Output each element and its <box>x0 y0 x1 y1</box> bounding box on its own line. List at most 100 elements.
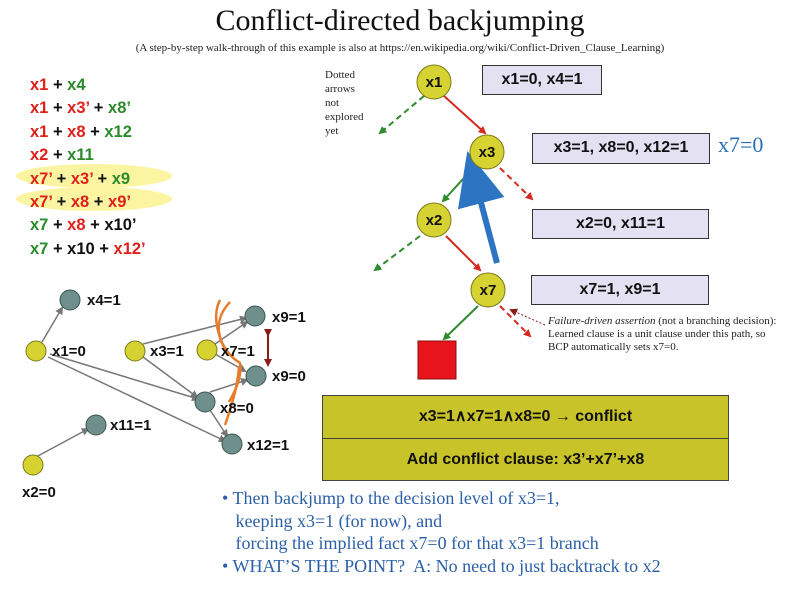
clause-literal: x11 <box>67 146 94 165</box>
clause-literal: x8’ <box>108 99 131 118</box>
clause-literal: x7 <box>30 239 49 258</box>
tree-edge-x1-x3 <box>443 95 487 135</box>
clause-literal: x1 <box>30 122 49 141</box>
clause-operator: + <box>48 99 68 118</box>
assignment-box-x1: x1=0, x4=1 <box>482 65 602 95</box>
clause-literal: x1 <box>30 76 49 94</box>
bullet-line: • Then backjump to the decision level of… <box>222 488 560 508</box>
explanation-bullets: • Then backjump to the decision level of… <box>222 487 661 577</box>
tree-node-label: x3 <box>479 144 496 161</box>
cut-curve <box>214 299 227 351</box>
tree-edge-x7-conflict <box>442 305 479 341</box>
clause-operator: + <box>92 169 112 188</box>
clause-row: x1 + x8 + x12 <box>30 121 146 144</box>
page-subtitle: (A step-by-step walk-through of this exa… <box>135 42 665 54</box>
graph-node-x2 <box>22 454 44 476</box>
tree-edge-x2-x7 <box>445 235 482 272</box>
clause-operator: + <box>52 193 71 212</box>
clause-row: x2 + x11 <box>30 144 146 167</box>
graph-label-x2: x2=0 <box>22 484 56 501</box>
conflict-square <box>417 340 457 380</box>
clause-highlight <box>16 164 172 188</box>
clause-literal: x2 <box>30 146 49 165</box>
clause-operator: + <box>48 239 68 258</box>
graph-node-x7 <box>196 339 218 361</box>
graph-label-x7: x7=1 <box>221 343 255 360</box>
page-title: Conflict-directed backjumping <box>215 4 585 37</box>
clause-highlight <box>16 187 172 211</box>
clause-literal: x10’ <box>104 216 137 235</box>
backjump-arrow <box>457 151 505 264</box>
clause-literal: x12 <box>104 122 132 141</box>
graph-node-x12 <box>221 433 243 455</box>
graph-node-x3 <box>124 340 146 362</box>
clause-row: x1 + x4 <box>30 74 146 97</box>
conflict-panel: x3=1∧x7=1∧x8=0 → conflict Add conflict c… <box>322 395 729 481</box>
graph-node-x9-true <box>244 305 266 327</box>
bullet-line: keeping x3=1 (for now), and <box>222 510 443 531</box>
clause-literal: x12’ <box>113 239 146 258</box>
graph-label-x3: x3=1 <box>150 343 184 360</box>
cut-curve <box>223 365 241 426</box>
clause-list: x1 + x4 x1 + x3’ + x8’ x1 + x8 + x12 x2 … <box>30 74 146 261</box>
graph-edge <box>209 378 249 393</box>
assignment-box-x2: x2=0, x11=1 <box>532 209 709 239</box>
clause-operator: + <box>48 216 68 235</box>
tree-node-x3 <box>469 134 505 170</box>
clause-operator: + <box>89 193 109 212</box>
assignment-box-x3: x3=1, x8=0, x12=1 <box>532 133 710 164</box>
clause-operator: + <box>52 169 71 188</box>
clause-row: x7’ + x3’ + x9 <box>30 168 146 191</box>
graph-label-x1: x1=0 <box>52 343 86 360</box>
dotted-arrows-note: Dotted arrows not explored yet <box>325 69 366 137</box>
x7-assertion-label: x7=0 <box>718 132 764 157</box>
tree-edge-x3-dotted <box>499 167 534 201</box>
tree-node-x7 <box>470 272 506 308</box>
tree-edge-x1-dotted <box>378 95 425 135</box>
tree-node-label: x7 <box>480 282 497 299</box>
graph-label-x9-false: x9=0 <box>272 368 306 385</box>
graph-node-x8 <box>194 391 216 413</box>
clause-literal: x8 <box>67 122 86 141</box>
graph-label-x11: x11=1 <box>110 417 151 434</box>
graph-label-x4: x4=1 <box>87 292 121 309</box>
clause-literal: x4 <box>67 76 86 94</box>
graph-node-x1 <box>25 340 47 362</box>
graph-node-x4 <box>59 289 81 311</box>
failure-note: Failure-driven assertion (not a branchin… <box>547 315 779 353</box>
graph-edge <box>209 409 229 438</box>
bullet-line: • WHAT’S THE POINT? A: No need to just b… <box>222 555 661 576</box>
clause-row: x7 + x10 + x12’ <box>30 238 146 261</box>
clause-literal: x8 <box>67 216 86 235</box>
tree-node-x1 <box>416 64 452 100</box>
clause-row: x7’ + x8 + x9’ <box>30 191 146 214</box>
clause-operator: + <box>85 216 105 235</box>
clause-operator: + <box>89 99 109 118</box>
clause-literal: x3’ <box>67 99 90 118</box>
graph-edge <box>49 353 200 402</box>
clause-literal: x7’ <box>30 169 53 188</box>
tree-node-label: x2 <box>426 212 443 229</box>
tree-edge-x3-x2 <box>441 167 474 203</box>
clause-literal: x9’ <box>108 193 131 212</box>
graph-edge <box>35 428 90 458</box>
clause-row: x1 + x3’ + x8’ <box>30 97 146 120</box>
graph-node-x11 <box>85 414 107 436</box>
clause-operator: + <box>85 122 105 141</box>
clause-operator: + <box>94 239 114 258</box>
graph-node-x9-false <box>245 365 267 387</box>
clause-literal: x10 <box>67 239 95 258</box>
tree-node-label: x1 <box>426 74 443 91</box>
graph-edge <box>142 315 248 345</box>
clause-literal: x7’ <box>30 193 53 212</box>
graph-label-x9-true: x9=1 <box>272 309 306 326</box>
bullet-line: forcing the implied fact x7=0 for that x… <box>222 533 599 553</box>
clause-literal: x7 <box>30 216 49 235</box>
clause-row: x7 + x8 + x10’ <box>30 214 146 237</box>
graph-edge <box>47 356 227 443</box>
graph-label-x8: x8=0 <box>220 400 254 417</box>
assignment-box-x7: x7=1, x9=1 <box>531 275 709 305</box>
graph-edge <box>41 306 64 343</box>
tree-node-x2 <box>416 202 452 238</box>
